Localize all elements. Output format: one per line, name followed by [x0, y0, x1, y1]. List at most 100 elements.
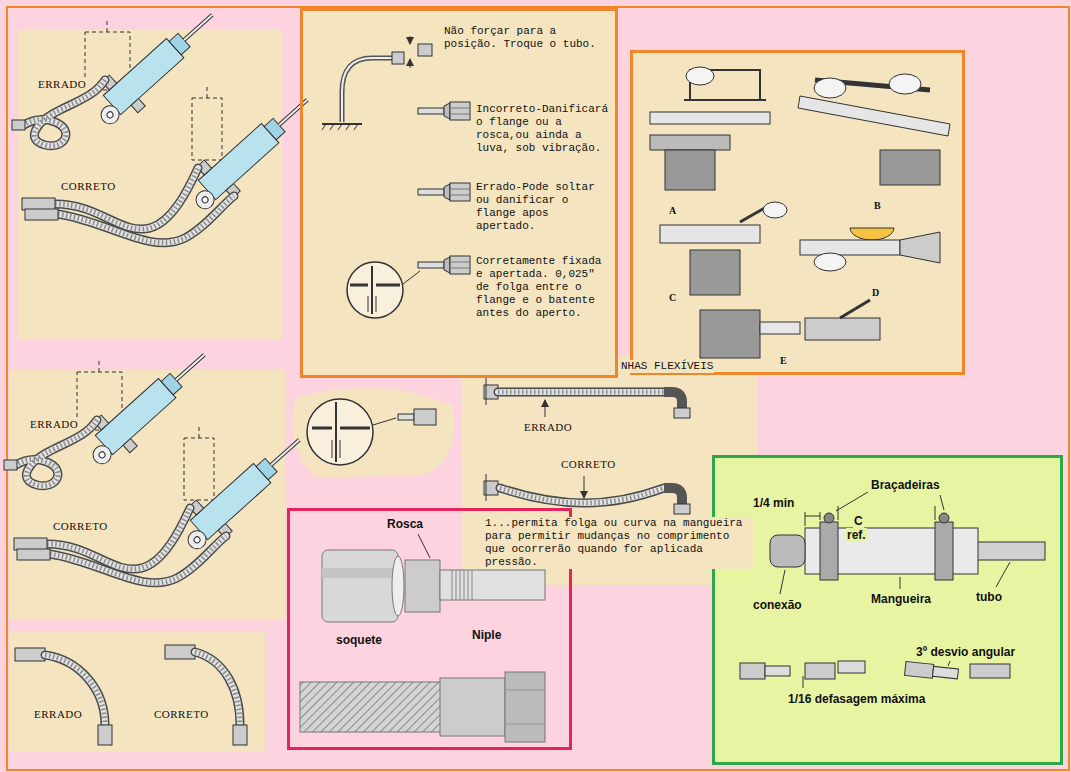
panel-label: Não forçar para a posição. Troque o tubo… [443, 25, 605, 51]
panel-label: ERRADO [523, 421, 573, 434]
clamp-figure [939, 513, 949, 523]
tube-cutting-figure [684, 99, 766, 101]
panel-label: ERRADO [29, 418, 79, 431]
tube-cutting-figure [840, 300, 870, 318]
panel-label: Errado-Pode soltar ou danificar o flange… [475, 181, 615, 233]
socket-nipple-figure [322, 568, 398, 578]
hose-routing-figure [12, 0, 323, 243]
tube-fitting-figure [368, 296, 369, 312]
clamp-figure [740, 492, 1045, 688]
tube-cutting-figure [650, 67, 950, 358]
tube-cutting-figure [900, 232, 940, 263]
panel-label: CORRETO [60, 180, 117, 193]
panel-label: Niple [471, 628, 502, 642]
socket-nipple-figure [456, 570, 457, 600]
tube-fitting-figure [330, 124, 334, 130]
tube-fitting-figure [338, 124, 342, 130]
magnifier-blob [335, 402, 337, 462]
socket-nipple-figure [300, 682, 450, 732]
magnifier-blob [398, 414, 414, 420]
magnifier-blob [312, 427, 332, 430]
socket-nipple-figure [472, 570, 473, 600]
tube-fitting-figure [322, 36, 470, 318]
tube-fitting-figure [347, 262, 403, 318]
panel-label: CORRETO [560, 458, 617, 471]
tube-cutting-figure [889, 74, 921, 94]
clamp-figure [838, 506, 839, 520]
hose-routing-figure [4, 337, 315, 583]
panel-label: soquete [335, 633, 383, 647]
panel-label: CORRETO [52, 520, 109, 533]
flexible-line-figure [486, 474, 487, 501]
tube-cutting-figure [814, 78, 846, 98]
panel-label: 1...permita folga ou curva na mangueira … [484, 517, 754, 569]
panel-label: Incorreto-Danificará o flange ou a rosca… [475, 103, 615, 155]
flexible-line-figure [500, 488, 664, 503]
tube-cutting-figure [800, 240, 900, 255]
bent-hose-figure [15, 648, 45, 661]
clamp-figure [935, 506, 936, 520]
tube-cutting-figure [805, 318, 880, 340]
panel-label: tubo [975, 590, 1003, 604]
tube-fitting-figure [342, 58, 392, 122]
flexible-line-figure [498, 388, 664, 397]
tube-cutting-figure [650, 112, 770, 124]
tube-cutting-figure [650, 135, 730, 150]
magnifier-blob [414, 409, 436, 425]
tube-cutting-figure [665, 150, 715, 190]
bent-hose-figure [15, 645, 247, 745]
clamp-figure [805, 663, 835, 679]
tube-fitting-figure [322, 124, 326, 130]
clamp-figure [838, 661, 865, 673]
panel-label: ERRADO [37, 78, 87, 91]
clamp-figure [805, 516, 820, 517]
socket-nipple-figure [392, 556, 404, 616]
tube-fitting-figure [342, 58, 392, 122]
tube-fitting-figure [354, 124, 358, 130]
clamp-figure [900, 577, 901, 589]
socket-nipple-figure [418, 534, 430, 558]
tube-cutting-figure [686, 67, 714, 85]
panel-label: Rosca [386, 517, 424, 531]
tube-fitting-figure [403, 271, 420, 284]
magnifier-blob [373, 418, 396, 425]
flexible-line-figure [664, 392, 682, 410]
magnifier-blob [307, 399, 373, 465]
flexible-line-figure [498, 390, 664, 395]
panel-label: A [668, 205, 677, 217]
tube-fitting-figure [418, 102, 470, 120]
clamp-figure [765, 666, 790, 676]
socket-nipple-figure [440, 570, 545, 600]
clamp-figure [933, 666, 959, 679]
panel-label: 3º desvio angular [915, 645, 1016, 659]
panel-label: Mangueira [870, 592, 932, 606]
socket-nipple-figure [405, 560, 440, 612]
tube-cutting-figure [700, 310, 760, 358]
tube-fitting-figure [350, 284, 368, 287]
bent-hose-figure [98, 725, 112, 745]
panel-label: 1/4 min [752, 496, 795, 510]
tube-fitting-figure [376, 284, 400, 287]
clamp-figure [940, 495, 944, 510]
panel-label: conexão [752, 598, 803, 612]
panel-fill [300, 8, 618, 378]
panel-label: ref. [846, 528, 867, 542]
panel-fill [293, 388, 455, 478]
socket-nipple-figure [460, 570, 461, 600]
tube-fitting-figure [410, 36, 411, 44]
tube-cutting-figure [880, 150, 940, 185]
panel-label: B [873, 200, 882, 212]
socket-nipple-figure [452, 570, 453, 600]
socket-nipple-figure [440, 678, 505, 736]
tube-fitting-figure [376, 296, 377, 312]
panel-label: Braçadeiras [870, 478, 941, 492]
clamp-figure [935, 522, 953, 580]
flexible-line-figure [545, 400, 546, 417]
tube-fitting-figure [371, 266, 373, 314]
panel: ERRADO CORRETO [10, 370, 285, 620]
panel-label: D [871, 287, 880, 299]
clamp-figure [948, 661, 950, 666]
flexible-line-figure [584, 476, 585, 498]
socket-nipple-figure [322, 550, 398, 622]
tube-fitting-figure [418, 44, 432, 56]
